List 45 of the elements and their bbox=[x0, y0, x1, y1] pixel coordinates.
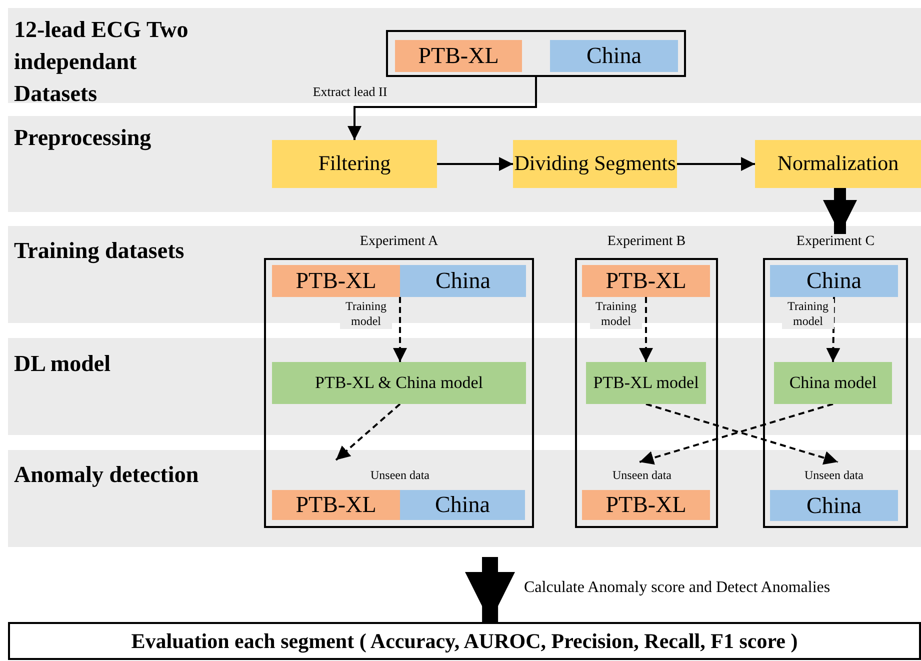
block-arrow bbox=[823, 188, 857, 234]
stage-heading: Anomaly detection bbox=[14, 461, 200, 489]
dataset-box: PTB-XL bbox=[395, 40, 522, 72]
arrow bbox=[335, 403, 401, 461]
result-box: Evaluation each segment ( Accuracy, AUROC, Precision, Recall, F1 score ) bbox=[8, 622, 921, 660]
dataset-box: PTB-XL bbox=[582, 265, 710, 297]
dataset-box: China bbox=[400, 265, 526, 297]
dataset-box: PTB-XL bbox=[272, 265, 400, 297]
edge-label: Training model bbox=[590, 299, 642, 329]
stage-heading: 12-lead ECG Two independant Datasets bbox=[14, 16, 190, 108]
dataset-box: China bbox=[770, 265, 898, 297]
stage-heading: Training datasets bbox=[14, 237, 186, 266]
model-box: China model bbox=[774, 362, 892, 404]
dataset-box: China bbox=[400, 490, 525, 520]
experiment-title: Experiment C bbox=[795, 234, 876, 250]
experiment-frame bbox=[575, 234, 718, 528]
dataset-box: PTB-XL bbox=[582, 490, 710, 520]
experiment-title: Experiment A bbox=[358, 234, 440, 250]
data-caption: Unseen data bbox=[370, 468, 430, 483]
edge-label: Training model bbox=[782, 299, 834, 329]
arrow bbox=[393, 297, 408, 362]
experiment-frame bbox=[264, 234, 534, 528]
stage-heading: Preprocessing bbox=[14, 124, 152, 152]
dataset-box: China bbox=[550, 40, 678, 72]
process-box: Dividing Segments bbox=[513, 140, 677, 188]
data-caption: Unseen data bbox=[612, 468, 672, 483]
model-box: PTB-XL model bbox=[586, 362, 706, 404]
arrow bbox=[348, 77, 537, 140]
arrow bbox=[639, 297, 653, 362]
experiment-frame bbox=[763, 234, 908, 528]
block-arrow bbox=[465, 557, 516, 622]
process-box: Normalization bbox=[755, 140, 921, 188]
data-caption: Unseen data bbox=[804, 468, 864, 483]
arrow bbox=[677, 157, 755, 171]
process-box: Filtering bbox=[272, 140, 437, 188]
experiment-title: Experiment B bbox=[606, 234, 687, 250]
dataset-box: PTB-XL bbox=[272, 490, 400, 520]
model-box: PTB-XL & China model bbox=[272, 362, 526, 404]
arrow bbox=[437, 157, 513, 171]
dataset-box: China bbox=[770, 490, 898, 521]
arrow bbox=[826, 296, 840, 362]
edge-label: Training model bbox=[340, 299, 392, 329]
edge-label: Calculate Anomaly score and Detect Anomalies bbox=[524, 578, 830, 598]
stage-heading: DL model bbox=[14, 350, 112, 378]
dataset-group-frame bbox=[386, 30, 686, 77]
